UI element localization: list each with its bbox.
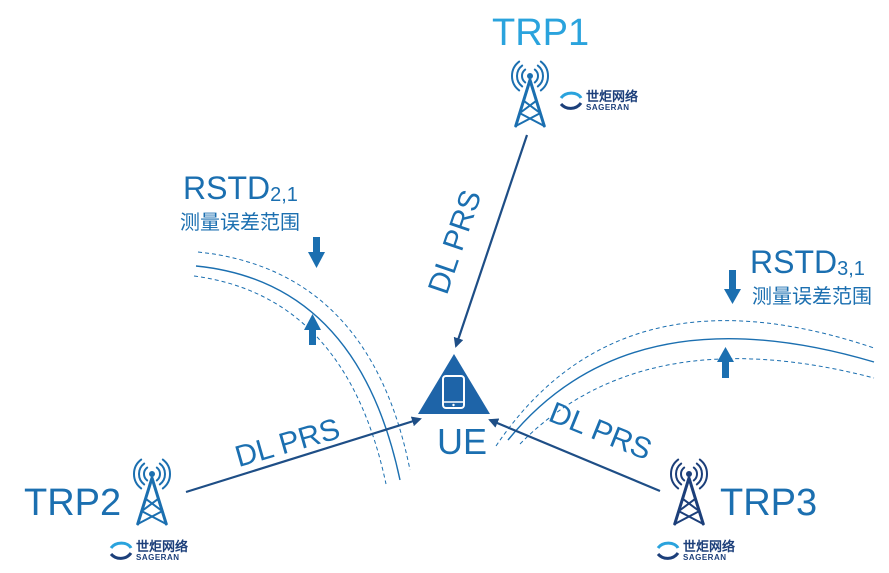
link-trp2-ue (185, 416, 422, 494)
link-trp3-ue (488, 418, 661, 493)
logo-en: SAGERAN (586, 102, 630, 112)
sageran-logo-icon (559, 91, 583, 110)
trp3-label: TRP3 (720, 482, 818, 524)
rstd21-subscript: 2,1 (270, 184, 298, 206)
rstd21-label: RSTD2,1 (183, 172, 298, 205)
rstd21-caption: 测量误差范围 (180, 210, 300, 234)
trp2-label: TRP2 (24, 482, 122, 524)
rstd21-main: RSTD (183, 170, 271, 206)
rstd31-caption: 测量误差范围 (752, 284, 872, 308)
rstd31-subscript: 3,1 (837, 258, 865, 280)
rstd31-arrow-up (717, 347, 734, 378)
ue-device (418, 354, 490, 414)
rstd21-arrow-up (304, 314, 321, 345)
trp1-tower-icon (511, 60, 549, 128)
trp1-label: TRP1 (492, 12, 590, 54)
rstd31-label: RSTD3,1 (750, 246, 865, 279)
logo-zh: 世炬网络 (683, 539, 736, 555)
trp3-tower-icon (670, 458, 708, 526)
logo-en: SAGERAN (683, 552, 727, 562)
trp2-tower-icon (133, 458, 171, 526)
rstd31-main: RSTD (750, 244, 838, 280)
rstd31-error-band (495, 320, 875, 447)
rstd31-arrow-down (724, 270, 741, 304)
logo-zh: 世炬网络 (136, 539, 189, 555)
rstd21-error-band (193, 251, 411, 485)
sageran-logo-icon (656, 541, 680, 560)
link-trp1-ue (453, 134, 529, 348)
logo-zh: 世炬网络 (586, 89, 639, 105)
ue-label: UE (437, 421, 488, 462)
rstd21-arrow-down (308, 237, 325, 268)
sageran-logo-icon (109, 541, 133, 560)
logo-en: SAGERAN (136, 552, 180, 562)
